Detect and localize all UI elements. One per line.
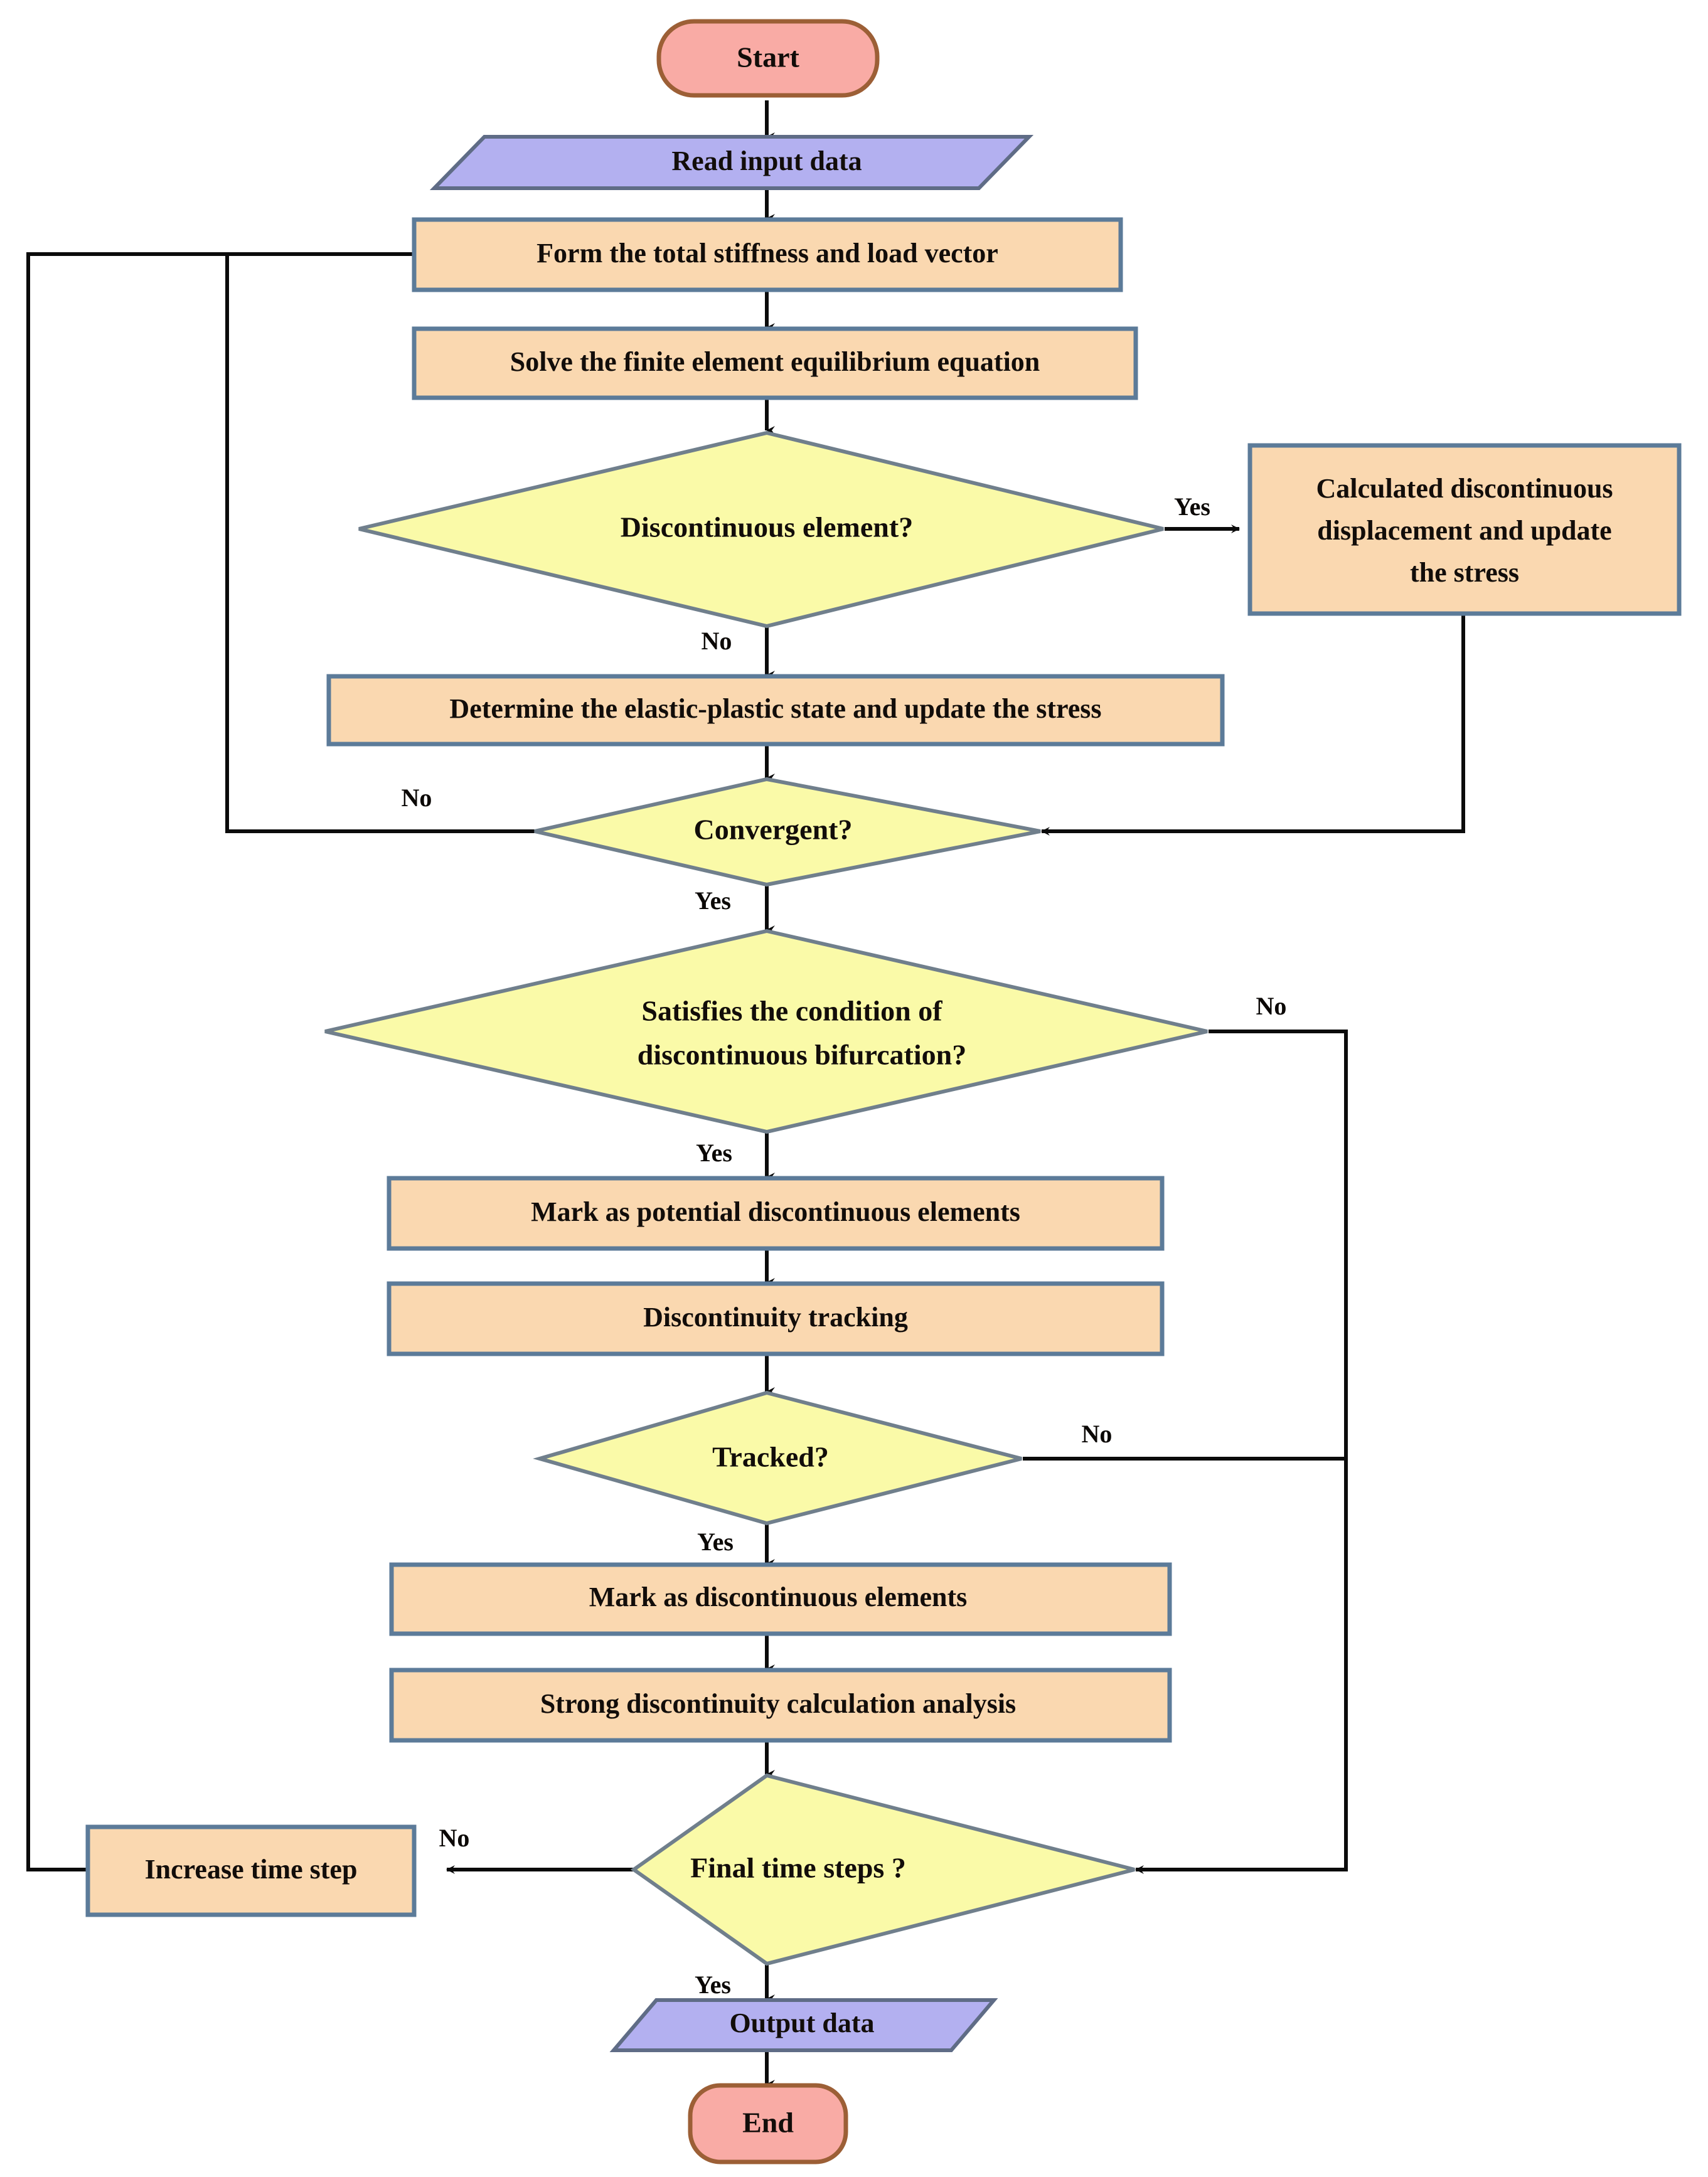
strong-discontinuity-label: Strong discontinuity calculation analysi…: [540, 1688, 1016, 1719]
edge-label-discontinuous-no: No: [702, 627, 732, 655]
strong-discontinuity-shape: [389, 1668, 1172, 1743]
determine-elastic-plastic-shape: [326, 674, 1225, 747]
end-label: End: [742, 2107, 794, 2139]
solve-equation-shape: [412, 326, 1138, 400]
mark-potential-label: Mark as potential discontinuous elements: [531, 1196, 1020, 1227]
mark-discontinuous-label: Mark as discontinuous elements: [589, 1582, 968, 1612]
convergent-shape: [534, 777, 1041, 887]
output-data-label: Output data: [729, 2008, 874, 2038]
convergent-label: Convergent?: [694, 814, 853, 846]
edge-label-tracked-yes: Yes: [697, 1528, 734, 1556]
edge-label-layer: Yes No No Yes No Yes No Yes No Yes: [402, 492, 1287, 1999]
edge-label-bifurcation-no: No: [1256, 992, 1287, 1020]
connector-increase-time-step-to-form-stiffness: [26, 252, 227, 1871]
node-final-time-steps[interactable]: Final time steps ?: [630, 1773, 1135, 1966]
calculated-discontinuous-label-line3: the stress: [1410, 557, 1519, 588]
node-strong-discontinuity[interactable]: Strong discontinuity calculation analysi…: [389, 1668, 1172, 1743]
node-increase-time-step[interactable]: Increase time step: [85, 1824, 417, 1917]
satisfies-bifurcation-label-line2: discontinuous bifurcation?: [638, 1039, 966, 1071]
start-shape: [656, 19, 880, 98]
node-calculated-discontinuous[interactable]: Calculated discontinuous displacement an…: [1247, 443, 1682, 616]
node-mark-discontinuous[interactable]: Mark as discontinuous elements: [389, 1562, 1172, 1636]
output-data-shape: [609, 1998, 998, 2052]
final-time-steps-shape: [630, 1773, 1135, 1966]
edge-label-final-yes: Yes: [695, 1971, 731, 1999]
node-output-data[interactable]: Output data: [609, 1998, 998, 2052]
discontinuous-element-shape: [358, 430, 1164, 629]
read-input-shape: [429, 135, 1034, 190]
determine-elastic-plastic-label: Determine the elastic-plastic state and …: [449, 693, 1101, 724]
tracked-label: Tracked?: [712, 1441, 829, 1473]
node-determine-elastic-plastic[interactable]: Determine the elastic-plastic state and …: [326, 674, 1225, 747]
discontinuous-element-label: Discontinuous element?: [621, 511, 913, 543]
final-time-steps-label: Final time steps ?: [690, 1852, 906, 1884]
mark-potential-shape: [387, 1176, 1165, 1251]
edge-label-convergent-no: No: [402, 784, 432, 812]
form-stiffness-label: Form the total stiffness and load vector: [536, 238, 998, 269]
discontinuity-tracking-shape: [387, 1281, 1165, 1356]
node-solve-equation[interactable]: Solve the finite element equilibrium equ…: [412, 326, 1138, 400]
node-discontinuous-element[interactable]: Discontinuous element?: [358, 430, 1164, 629]
solve-equation-label: Solve the finite element equilibrium equ…: [510, 346, 1040, 377]
node-end[interactable]: End: [688, 2083, 848, 2164]
connector-bifurcation-no-to-final-time-steps: [1135, 1030, 1348, 1874]
calculated-discontinuous-label-line1: Calculated discontinuous: [1316, 473, 1613, 504]
calculated-discontinuous-shape: [1247, 443, 1682, 616]
node-form-stiffness[interactable]: Form the total stiffness and load vector: [412, 217, 1123, 292]
calculated-discontinuous-label-line2: displacement and update: [1317, 515, 1611, 546]
edge-label-bifurcation-yes: Yes: [696, 1139, 732, 1167]
node-mark-potential[interactable]: Mark as potential discontinuous elements: [387, 1176, 1165, 1251]
start-label: Start: [737, 41, 799, 73]
increase-time-step-shape: [85, 1824, 417, 1917]
mark-discontinuous-shape: [389, 1562, 1172, 1636]
node-convergent[interactable]: Convergent?: [534, 777, 1041, 887]
edge-label-tracked-no: No: [1082, 1420, 1113, 1448]
node-discontinuity-tracking[interactable]: Discontinuity tracking: [387, 1281, 1165, 1356]
satisfies-bifurcation-shape: [324, 929, 1208, 1134]
read-input-label: Read input data: [671, 146, 862, 176]
increase-time-step-label: Increase time step: [145, 1854, 358, 1885]
discontinuity-tracking-label: Discontinuity tracking: [643, 1302, 908, 1333]
node-read-input-data[interactable]: Read input data: [429, 135, 1034, 190]
edge-label-convergent-yes: Yes: [695, 886, 731, 915]
tracked-shape: [533, 1390, 1022, 1526]
node-start[interactable]: Start: [656, 19, 880, 98]
node-satisfies-bifurcation[interactable]: Satisfies the condition of discontinuous…: [324, 929, 1208, 1134]
end-shape: [688, 2083, 848, 2164]
node-tracked[interactable]: Tracked?: [533, 1390, 1022, 1526]
edge-label-final-no: No: [439, 1824, 470, 1852]
edge-label-discontinuous-yes: Yes: [1174, 492, 1210, 521]
connector-calculated-to-convergent: [1041, 614, 1465, 836]
form-stiffness-shape: [412, 217, 1123, 292]
satisfies-bifurcation-label-line1: Satisfies the condition of: [641, 995, 942, 1027]
